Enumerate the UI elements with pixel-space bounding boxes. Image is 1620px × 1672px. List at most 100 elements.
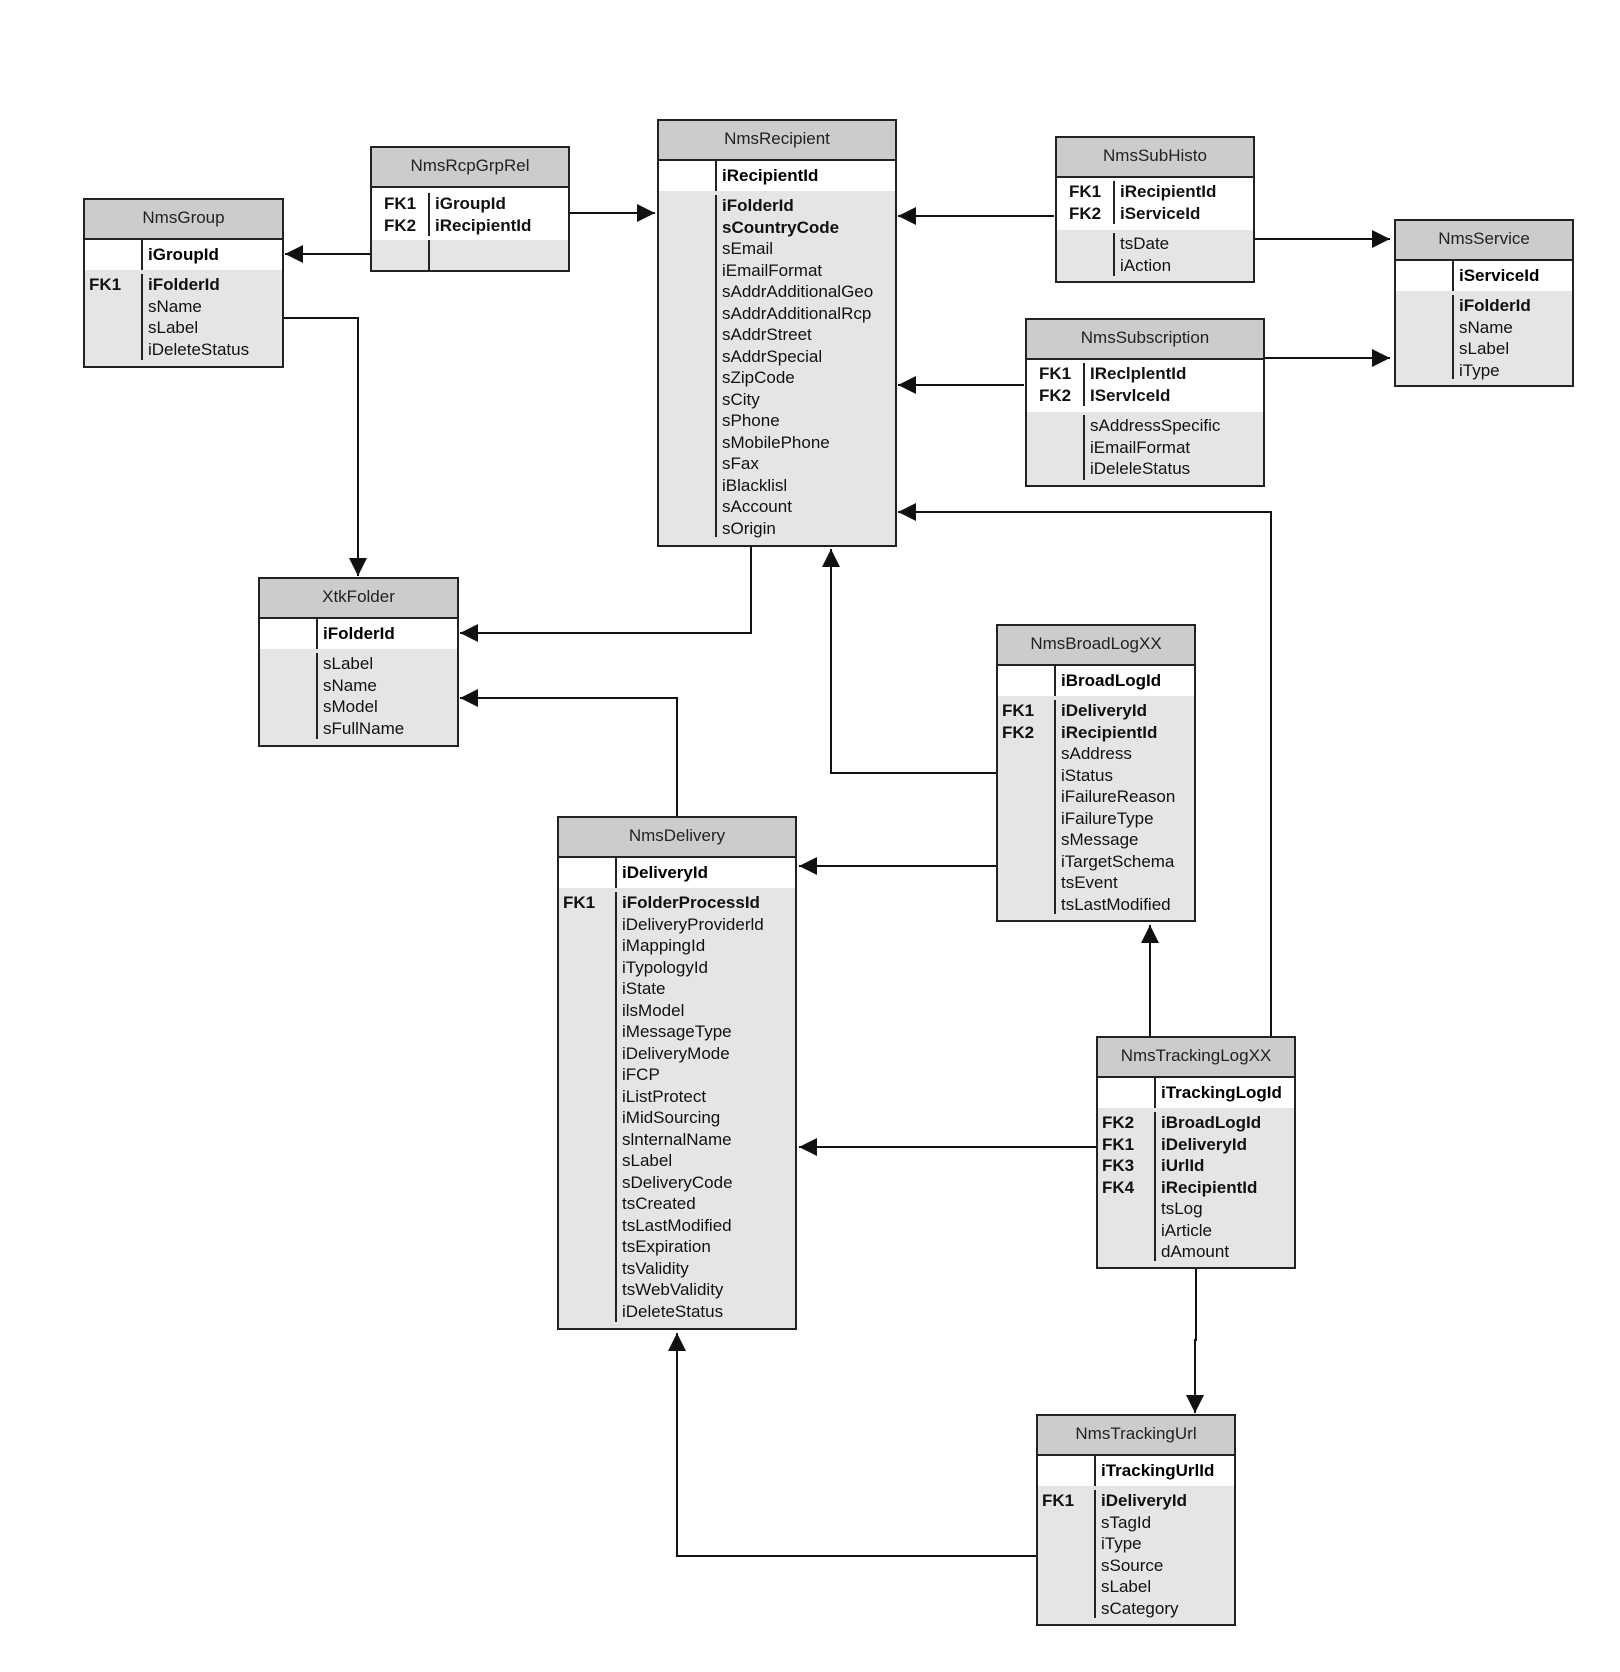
entity-title: NmsRcpGrpRel [372,148,568,188]
key-label: FK2 [1039,385,1072,405]
field: sAddrAdditionalRcp [722,303,872,323]
field: iRecipientId [1120,182,1217,201]
key-label: FK2 [1069,203,1102,223]
field: tsExpiration [622,1237,711,1256]
rel-recipient-folder [460,545,752,642]
field: tsEvent [1061,873,1118,892]
field: iServiceId [1120,203,1201,223]
field: sLabel [148,318,199,337]
field: iUrlId [1161,1156,1205,1175]
field: sAddrSpecial [722,346,823,366]
field: iDeliveryProviderld [622,914,764,934]
field: tsCreated [622,1194,696,1213]
field: tsLog [1161,1199,1203,1218]
field: iFCP [622,1065,660,1084]
primary-key: iTrackingLogId [1161,1083,1282,1102]
field: sZipCode [722,368,795,387]
primary-key: iGroupId [148,245,219,264]
field: sCity [722,389,760,409]
field: sTagId [1101,1512,1152,1532]
field: sCountryCode [722,217,840,237]
field: iRecipientId [1161,1177,1258,1197]
entity-nmsgroup: NmsGroup iGroupId FK1 iFolderId sName sL… [83,198,284,368]
entity-title: NmsSubHisto [1057,138,1253,178]
key-label: FK1 [1042,1491,1075,1510]
rel-tracklog-recipient [898,503,1272,1036]
entity-title: NmsTrackingLogXX [1098,1038,1294,1078]
field: sAddressSpecific [1090,416,1221,435]
entity-title: NmsDelivery [559,818,795,858]
entity-xtkfolder: XtkFolder iFolderId sLabel sName sModel … [258,577,459,747]
field: tsLastModified [1061,894,1171,914]
key-label: FK2 [1102,1113,1135,1132]
field: iAction [1120,255,1172,275]
field: iFolderProcessId [622,893,760,912]
field: tsValidity [622,1258,689,1278]
key-label: FK1 [1102,1134,1135,1154]
field: iBlacklisl [722,475,788,495]
rel-trackurl-delivery [668,1333,1036,1557]
field: tsLastModified [622,1215,732,1235]
key-label: FK3 [1102,1156,1135,1175]
field: ilsModel [622,1000,685,1020]
field: sAddrAdditionalGeo [722,282,874,301]
field: iType [1101,1534,1142,1553]
field: iEmailFormat [1090,437,1191,457]
field: sDeliveryCode [622,1172,733,1192]
entity-title: NmsSubscription [1027,320,1263,360]
entity-nmstrackinglogxx: NmsTrackingLogXX iTrackingLogId FK2 FK1 … [1096,1036,1296,1269]
field: sName [148,296,202,316]
field: iFolderId [148,275,220,294]
primary-key: iServiceId [1459,266,1540,285]
field: IReclplentId [1090,364,1187,383]
entity-nmstrackingurl: NmsTrackingUrl iTrackingUrlId FK1 iDeliv… [1036,1414,1236,1626]
field: sLabel [622,1151,673,1170]
field: iMidSourcing [622,1108,721,1127]
field: iFolderId [722,196,794,215]
field: sAccount [722,497,792,516]
primary-key: iDeliveryId [622,863,708,882]
field: sName [1459,317,1513,337]
field: IServlceId [1090,385,1171,405]
field: iBroadLogId [1161,1113,1262,1132]
field: iFolderId [1459,296,1531,315]
field: dAmount [1161,1242,1230,1261]
field: sMessage [1061,830,1139,849]
key-label: FK4 [1102,1177,1135,1197]
field: iFailureType [1061,808,1154,828]
primary-key: iRecipientId [722,166,819,185]
field: sPhone [722,411,780,430]
field: sCategory [1101,1598,1179,1618]
key-label: FK2 [384,215,417,235]
field: iRecipientId [435,215,532,235]
entity-title: NmsTrackingUrl [1038,1416,1234,1456]
field: sName [323,675,377,695]
field: iDeliveryId [1161,1134,1247,1154]
field: iDeliveryId [1101,1491,1187,1510]
key-label: FK1 [89,275,122,294]
entity-nmsrcpgrprel: NmsRcpGrpRel FK1 FK2 iGroupId iRecipient… [370,146,570,272]
field: iDeleleStatus [1090,459,1191,478]
field: iTypologyId [622,957,708,977]
field: iDeleteStatus [148,339,250,359]
entity-title: NmsRecipient [659,121,895,161]
field: iMessageType [622,1022,732,1041]
entity-nmsservice: NmsService iServiceId iFolderId sName sL… [1394,219,1574,387]
rel-group-folder [284,317,367,576]
key-label: FK1 [563,893,596,912]
field: iGroupId [435,194,506,213]
field: sSource [1101,1555,1164,1575]
field: iEmailFormat [722,260,823,280]
field: tsDate [1120,234,1170,253]
field: sModel [323,697,378,716]
field: sAddress [1061,744,1132,763]
entity-nmsdelivery: NmsDelivery iDeliveryId FK1 iFolderProce… [557,816,797,1330]
field: sOrigin [722,518,776,538]
primary-key: iTrackingUrlId [1101,1461,1215,1480]
field: iArticle [1161,1220,1213,1240]
primary-key: iFolderId [323,624,395,643]
entity-nmsrecipient: NmsRecipient iRecipientId iFolderId sCou… [657,119,897,547]
field: iType [1459,360,1500,380]
field: sMobilePhone [722,432,830,452]
